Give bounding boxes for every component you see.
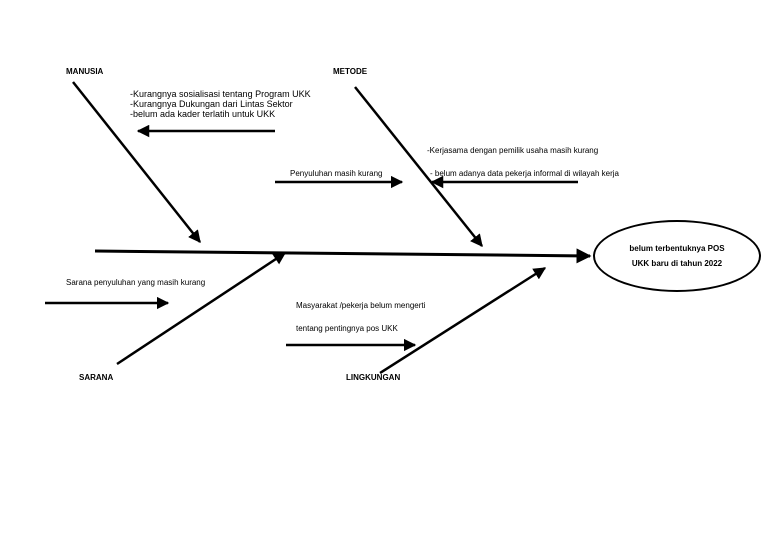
bone-sarana	[116, 251, 287, 366]
category-manusia: MANUSIA	[66, 67, 104, 76]
cause-metode-1: -Kerjasama dengan pemilik usaha masih ku…	[427, 146, 599, 155]
spine-arrow	[94, 248, 592, 264]
cause-manusia-3: -belum ada kader terlatih untuk UKK	[130, 109, 276, 119]
category-metode: METODE	[333, 67, 368, 76]
bone-manusia	[72, 81, 201, 243]
cause-manusia-1: -Kurangnya sosialisasi tentang Program U…	[130, 89, 311, 99]
effect-line-2: UKK baru di tahun 2022	[631, 259, 723, 268]
category-lingkungan: LINGKUNGAN	[346, 373, 401, 382]
cause-penyuluhan: Penyuluhan masih kurang	[290, 169, 383, 178]
cause-metode-2: - belum adanya data pekerja informal di …	[430, 169, 619, 178]
bone-lingkungan	[379, 266, 547, 375]
effect-ellipse: belum terbentuknya POS UKK baru di tahun…	[593, 220, 761, 292]
cause-lingkungan-2: tentang pentingnya pos UKK	[296, 324, 398, 333]
cause-lingkungan-1: Masyarakat /pekerja belum mengerti	[296, 301, 426, 310]
cause-manusia-2: -Kurangnya Dukungan dari Lintas Sektor	[130, 99, 293, 109]
bone-metode	[354, 86, 483, 247]
cause-sarana: Sarana penyuluhan yang masih kurang	[66, 278, 206, 287]
effect-line-1: belum terbentuknya POS	[629, 244, 725, 253]
category-sarana: SARANA	[79, 373, 114, 382]
